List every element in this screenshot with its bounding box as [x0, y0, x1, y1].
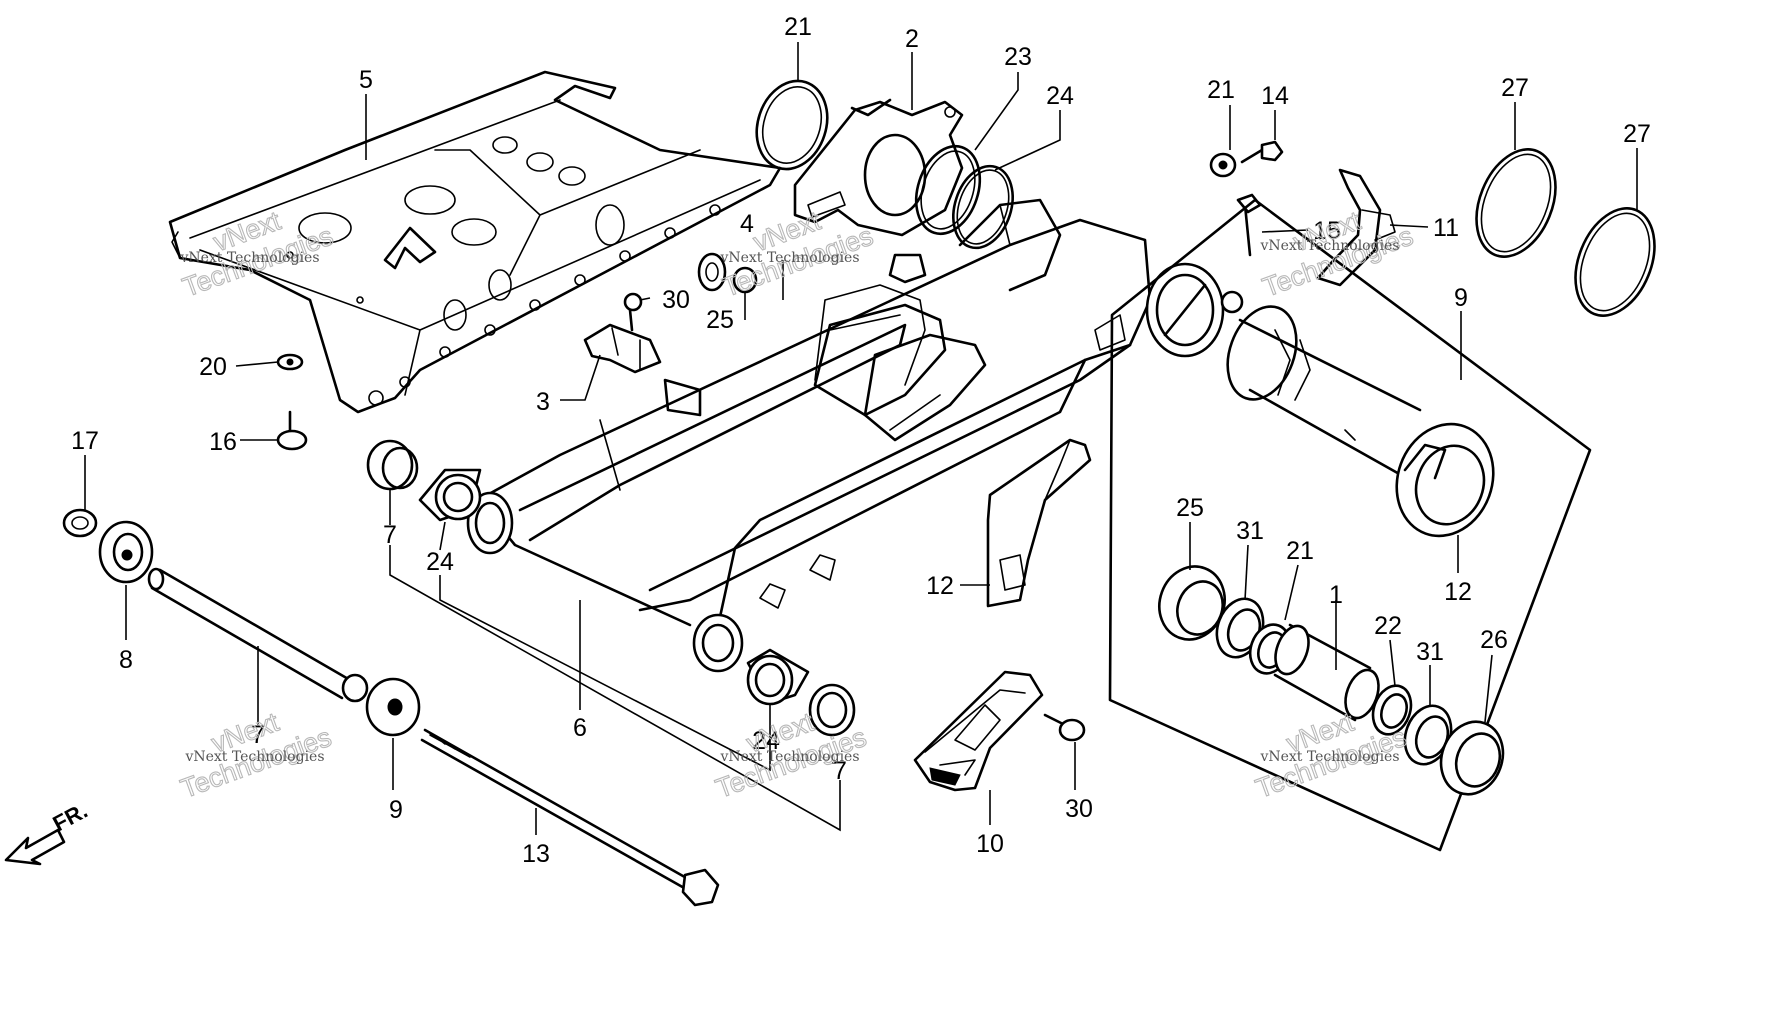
- callout-5: 5: [359, 66, 373, 94]
- watermark-small-5: vNext Technologies: [719, 749, 859, 765]
- part-bearing-stack: [1158, 565, 1505, 796]
- callout-12: 12: [1444, 578, 1472, 606]
- callout-7-left: 7: [383, 521, 397, 549]
- callout-26: 23: [1004, 43, 1032, 71]
- callout-numbers: 5 21 2 23 24 4 25 30 3 20 16 17 8 7 9 13…: [71, 13, 1651, 868]
- part-eccentric-hub: [1108, 198, 1592, 852]
- part-bracket: [793, 98, 964, 237]
- callout-25-a: 25: [1176, 494, 1204, 522]
- callout-23: 21: [784, 13, 812, 41]
- leader-lines: [84, 42, 1638, 835]
- callout-28: 24: [1046, 82, 1074, 110]
- watermark-small-3: vNext Technologies: [1259, 238, 1399, 254]
- watermark-small-1: vNext Technologies: [179, 250, 319, 266]
- callout-20: 21: [1207, 76, 1235, 104]
- callout-14: 12: [926, 572, 954, 600]
- part-spring-clip: [1316, 168, 1396, 287]
- callout-9-left: 8: [119, 646, 133, 674]
- part-clamp: [583, 292, 662, 374]
- callout-21-a: 21: [1286, 537, 1314, 565]
- part-washer-bolt-left: [276, 353, 308, 451]
- callout-30-left: 30: [662, 286, 690, 314]
- part-chain-guide-plate: [986, 438, 1092, 608]
- callout-7-right: 7: [833, 757, 847, 785]
- part-seal-bearing-left: [366, 439, 482, 522]
- part-washer-right: [365, 677, 421, 737]
- part-seal-bearing-right: [746, 648, 856, 737]
- part-skid-plate: [168, 70, 782, 414]
- callout-27-a: 27: [1501, 74, 1529, 102]
- part-o-rings: [914, 144, 1014, 250]
- callout-2: 2: [905, 25, 919, 53]
- callout-17: 13: [522, 840, 550, 868]
- callout-24-left: 24: [426, 548, 454, 576]
- watermark-small-2: vNext Technologies: [719, 250, 859, 266]
- callout-25-b: 26: [1480, 626, 1508, 654]
- callout-6: 6: [573, 714, 587, 742]
- callout-18: 16: [209, 428, 237, 456]
- callout-13: 11: [1433, 214, 1459, 242]
- watermarks: vNext Technologies vNext Technologies vN…: [176, 205, 1417, 804]
- part-pivot-bolt: [420, 728, 720, 907]
- callout-11: 9: [1454, 284, 1468, 312]
- part-circlip: [755, 79, 829, 171]
- callout-19: 17: [71, 427, 99, 455]
- watermark-small-4: vNext Technologies: [184, 749, 324, 765]
- part-chain-slider: [913, 670, 1044, 792]
- callout-30-right: 30: [1065, 795, 1093, 823]
- part-pivot-tube: [147, 567, 369, 703]
- part-nut-washer-left: [62, 508, 154, 584]
- part-bolt-right: [1043, 713, 1086, 742]
- callout-21-b: 22: [1374, 612, 1402, 640]
- callout-22: 20: [199, 353, 227, 381]
- front-direction-arrow: FR.: [4, 798, 92, 866]
- callout-29: 25: [706, 306, 734, 334]
- callout-15: 15: [1313, 217, 1341, 245]
- callout-16: 14: [1261, 82, 1289, 110]
- callout-3: 3: [536, 388, 550, 416]
- callout-1: 1: [1329, 581, 1343, 609]
- part-swingarm: [466, 198, 1244, 673]
- callout-27-b: 27: [1623, 120, 1651, 148]
- part-large-o-rings: [1475, 148, 1656, 317]
- callout-9-right: 9: [389, 796, 403, 824]
- callout-4: 4: [740, 210, 754, 238]
- callout-10: 10: [976, 830, 1004, 858]
- callout-31-a: 31: [1236, 517, 1264, 545]
- callout-31-b: 31: [1416, 638, 1444, 666]
- callout-8: 7: [251, 721, 265, 749]
- watermark-small-6: vNext Technologies: [1259, 749, 1399, 765]
- callout-24-right: 24: [752, 727, 780, 755]
